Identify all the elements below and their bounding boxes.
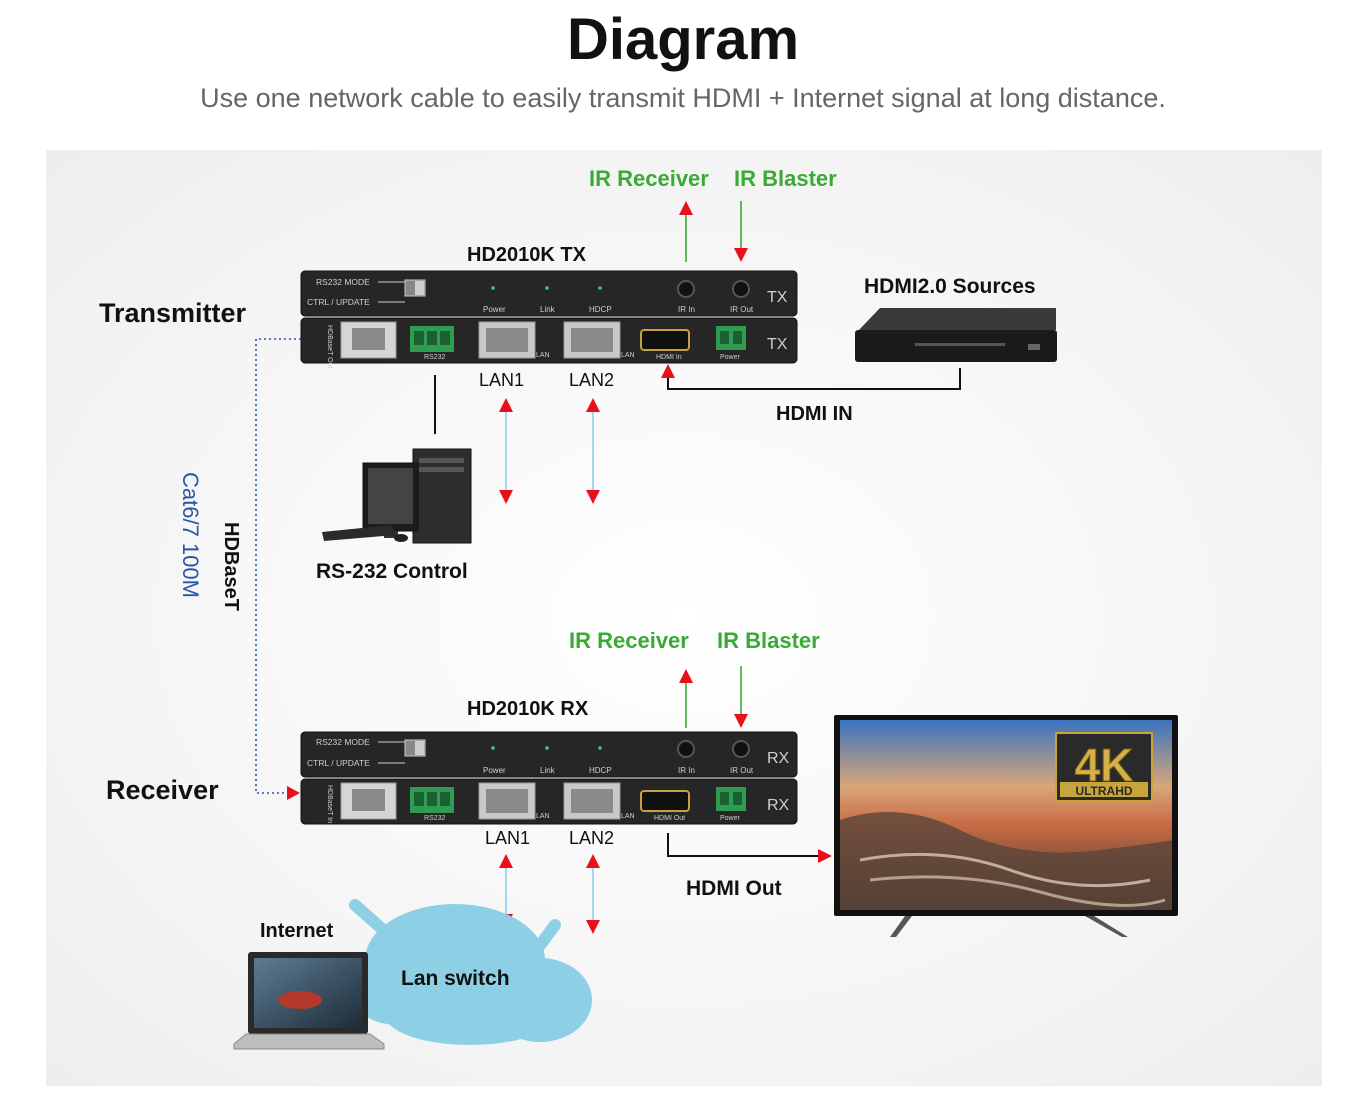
hdmi-in-cable-line [667, 368, 961, 390]
tx-link-led-label: Link [540, 305, 556, 314]
rx-ir-receiver-label: IR Receiver [569, 628, 689, 653]
tx-ctrl-update-label: CTRL / UPDATE [307, 297, 370, 307]
rx-ir-blaster-label: IR Blaster [717, 628, 820, 653]
rx-ir-receiver-arrow-icon [679, 669, 693, 683]
tx-rs232-mode-label: RS232 MODE [316, 277, 370, 287]
tx-link-led [545, 286, 549, 290]
tx-lan2-port-label: LAN [621, 352, 635, 359]
rx-ir-blaster-arrow-icon [734, 714, 748, 728]
tx-rs232-port-label: RS232 [424, 354, 446, 361]
rx-lan1-port-label: LAN [536, 813, 550, 820]
tx-ir-blaster-label: IR Blaster [734, 166, 837, 191]
rx-ir-out-jack [732, 740, 750, 758]
tx-power-port-label: Power [720, 354, 741, 361]
hdmi-out-arrow-icon [818, 849, 832, 863]
page-subtitle: Use one network cable to easily transmit… [200, 83, 1166, 113]
hdmi-out-label: HDMI Out [686, 877, 782, 900]
hdbaset-label: HDBaseT [220, 522, 242, 611]
tx-lan2-arrow-down-icon [586, 490, 600, 504]
rx-front-tag: RX [767, 750, 790, 767]
hdbaset-arrow-icon [287, 786, 300, 800]
rx-rs232-port-label: RS232 [424, 815, 446, 822]
tx-ir-in-jack [677, 280, 695, 298]
receiver-device: RS232 MODE CTRL / UPDATE Power Link HDCP… [300, 731, 798, 825]
hdmi-source-label: HDMI2.0 Sources [864, 275, 1036, 298]
hdmi-in-label: HDMI IN [776, 403, 853, 425]
rx-lan2-arrow-up-icon [586, 854, 600, 868]
rx-link-led [545, 746, 549, 750]
tx-lan1-label: LAN1 [479, 370, 525, 390]
rx-hdmi-port-label: HDMI Out [654, 815, 685, 822]
rx-link-led-label: Link [540, 766, 556, 775]
rx-hdcp-led-label: HDCP [589, 766, 612, 775]
tx-lan1-arrow-down-icon [499, 490, 513, 504]
transmitter-label: Transmitter [99, 298, 247, 328]
bluray-player-icon [855, 308, 1057, 362]
rx-power-led-label: Power [483, 766, 506, 775]
computer-icon [322, 448, 472, 544]
tx-hdcp-led [598, 286, 602, 290]
rx-rear-tag: RX [767, 797, 790, 814]
tx-model-label: HD2010K TX [467, 244, 586, 266]
hdmi-in-arrow-icon [661, 364, 675, 378]
rx-hdbaset-in-label: HDBaseT In [326, 785, 333, 823]
rx-hdmi-port [640, 790, 690, 812]
tx-power-led-label: Power [483, 305, 506, 314]
tx-lan1-arrow-up-icon [499, 398, 513, 412]
transmitter-device: RS232 MODE CTRL / UPDATE Power Link HDCP… [300, 270, 798, 368]
rx-lan1-arrow-up-icon [499, 854, 513, 868]
rx-lan2-label: LAN2 [569, 828, 615, 848]
tv-icon [834, 715, 1178, 937]
rx-model-label: HD2010K RX [467, 698, 589, 720]
rx-rs232-mode-label: RS232 MODE [316, 737, 370, 747]
tx-lan2-arrow-up-icon [586, 398, 600, 412]
lan-switch-label: Lan switch [401, 967, 510, 990]
receiver-label: Receiver [106, 775, 219, 805]
rx-power-port-label: Power [720, 815, 741, 822]
tx-power-led [491, 286, 495, 290]
tv-4k-badge-bottom: ULTRAHD [1075, 784, 1132, 798]
tx-hdmi-port [640, 329, 690, 351]
tx-rear-tag: TX [767, 336, 788, 353]
rx-ir-out-label: IR Out [730, 766, 754, 775]
tx-hdbaset-out-label: HDBaseT Out [326, 325, 333, 368]
rx-hdcp-led [598, 746, 602, 750]
hdmi-out-cable-line [667, 833, 818, 857]
tx-ir-out-label: IR Out [730, 305, 754, 314]
cable-spec-label: Cat6/7 100M [178, 472, 203, 598]
lan-switch-cloud-icon [346, 899, 592, 1045]
page-title: Diagram [566, 7, 800, 72]
rx-ir-in-label: IR In [678, 766, 695, 775]
tx-ir-receiver-arrow-icon [679, 201, 693, 215]
hdbaset-cable-line [255, 338, 301, 794]
tx-lan2-label: LAN2 [569, 370, 615, 390]
tx-ir-receiver-label: IR Receiver [589, 166, 709, 191]
internet-label: Internet [260, 920, 334, 942]
laptop-icon [233, 952, 385, 1050]
tv-4k-badge-top: 4K [1075, 739, 1134, 791]
rx-power-led [491, 746, 495, 750]
rx-ctrl-update-label: CTRL / UPDATE [307, 758, 370, 768]
tx-ir-blaster-arrow-icon [734, 248, 748, 262]
rx-lan2-arrow-down-icon [586, 920, 600, 934]
rs232-control-label: RS-232 Control [316, 560, 468, 583]
rx-lan1-label: LAN1 [485, 828, 531, 848]
tx-hdmi-port-label: HDMI In [656, 354, 682, 361]
tx-ir-out-jack [732, 280, 750, 298]
rx-lan2-port-label: LAN [621, 813, 635, 820]
rx-ir-in-jack [677, 740, 695, 758]
tx-hdcp-led-label: HDCP [589, 305, 612, 314]
tx-ir-in-label: IR In [678, 305, 695, 314]
tx-lan1-port-label: LAN [536, 352, 550, 359]
tx-front-tag: TX [767, 289, 788, 306]
